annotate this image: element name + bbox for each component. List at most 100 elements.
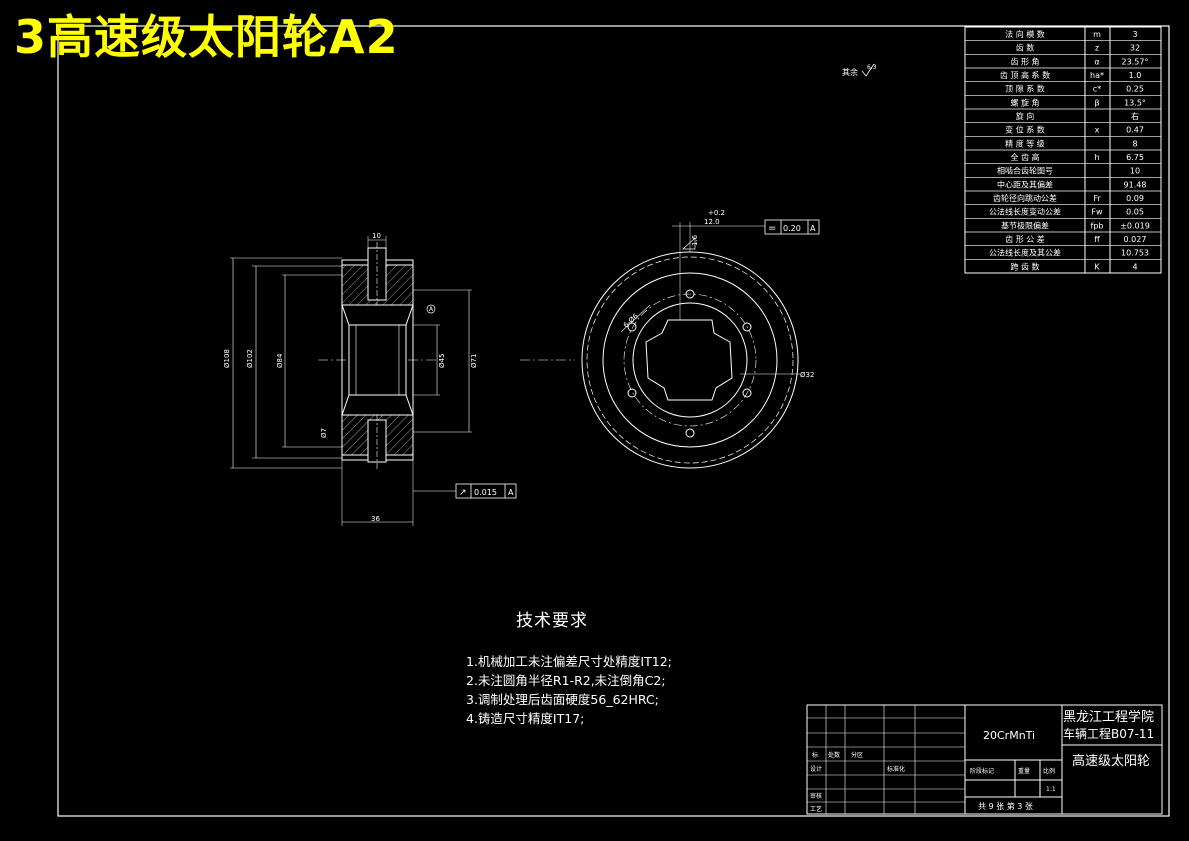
sheet-count: 共 9 张 第 3 张 xyxy=(978,801,1033,811)
symmetry-tolerance-frame xyxy=(740,219,820,235)
tech-requirement-item: 1.机械加工未注偏差尺寸处精度IT12; xyxy=(466,654,672,669)
slot-position-dim: +0.2 xyxy=(708,209,725,217)
param-symbol: x xyxy=(1095,126,1100,135)
param-name: 公法线长度及其公差 xyxy=(989,248,1061,258)
school-name: 黑龙江工程学院 xyxy=(1063,709,1154,725)
param-name: 中心距及其偏差 xyxy=(997,179,1053,189)
symmetry-icon: = xyxy=(768,223,776,234)
label-design: 设计 xyxy=(810,765,822,773)
param-value: 1.0 xyxy=(1129,71,1142,80)
dim-d84: Ø84 xyxy=(276,353,284,368)
param-name: 跨 齿 数 xyxy=(1010,261,1039,271)
symmetry-datum: A xyxy=(810,224,816,233)
label-count: 处数 xyxy=(828,751,840,759)
param-name: 齿轮径向跳动公差 xyxy=(993,193,1057,203)
param-symbol: z xyxy=(1095,44,1099,53)
dim-d102: Ø102 xyxy=(246,349,254,368)
gear-section-view xyxy=(230,236,472,526)
label-weight: 重量 xyxy=(1018,767,1030,775)
param-symbol: β xyxy=(1094,98,1099,107)
tech-requirement-item: 3.调制处理后齿面硬度56_62HRC; xyxy=(466,692,659,707)
param-value: 23.57° xyxy=(1122,57,1149,66)
gear-end-view xyxy=(520,222,800,469)
param-value: 32 xyxy=(1130,44,1140,53)
tech-requirement-item: 2.未注圆角半径R1-R2,未注倒角C2; xyxy=(466,673,666,688)
param-value: 6.75 xyxy=(1126,153,1144,162)
datum-marker-label: A xyxy=(429,306,434,313)
param-name: 螺 旋 角 xyxy=(1010,97,1039,107)
param-symbol: ha* xyxy=(1090,71,1104,80)
label-zone: 分区 xyxy=(851,751,863,759)
param-symbol: Fr xyxy=(1093,194,1101,203)
slot-width-dim: 12.0 xyxy=(704,218,720,226)
runout-tol-value: 0.015 xyxy=(474,488,497,497)
scale: 1:1 xyxy=(1046,786,1056,793)
param-symbol: K xyxy=(1094,262,1100,271)
param-name: 法 向 模 数 xyxy=(1005,29,1045,39)
param-symbol: fpb xyxy=(1091,221,1104,230)
param-value: 0.09 xyxy=(1126,194,1144,203)
title-block xyxy=(806,704,1163,815)
dim-d45: Ø45 xyxy=(438,354,446,368)
runout-icon: ↗ xyxy=(459,488,467,498)
param-symbol: α xyxy=(1094,57,1099,66)
dim-d71: Ø71 xyxy=(470,354,478,368)
param-symbol: ff xyxy=(1094,235,1100,244)
chamfer-dim: 1.6 xyxy=(691,234,699,246)
param-name: 齿 形 公 差 xyxy=(1005,234,1045,244)
roughness-note: 其余 xyxy=(842,67,858,77)
param-symbol: Fw xyxy=(1091,208,1103,217)
param-value: 0.25 xyxy=(1126,85,1144,94)
label-stage: 阶段标记 xyxy=(970,767,994,775)
runout-tolerance-frame xyxy=(455,483,517,499)
drawing-title: 3高速级太阳轮A2 xyxy=(14,10,399,64)
param-name: 变 位 系 数 xyxy=(1005,125,1045,135)
param-name: 旋 向 xyxy=(1016,111,1035,121)
param-value: 0.47 xyxy=(1126,126,1144,135)
param-name: 齿 形 角 xyxy=(1010,56,1039,66)
param-value: ±0.019 xyxy=(1120,221,1150,230)
roughness-symbol-icon xyxy=(861,63,875,77)
param-value: 右 xyxy=(1131,111,1139,121)
label-mark: 标 xyxy=(812,751,818,759)
runout-datum: A xyxy=(508,488,514,497)
dim-d108: Ø108 xyxy=(223,349,231,368)
param-symbol: h xyxy=(1094,153,1099,162)
roughness-value: 6.3 xyxy=(867,64,877,71)
material: 20CrMnTi xyxy=(983,729,1035,742)
param-name: 公法线长度变动公差 xyxy=(989,207,1061,217)
dim-d7: Ø7 xyxy=(320,428,328,438)
drawing-frame xyxy=(57,25,1170,817)
tech-requirement-item: 4.铸造尺寸精度IT17; xyxy=(466,711,585,726)
param-name: 全 齿 高 xyxy=(1010,152,1039,162)
class-name: 车辆工程B07-11 xyxy=(1063,726,1154,741)
param-value: 0.05 xyxy=(1126,208,1144,217)
param-value: 10 xyxy=(1130,167,1140,176)
param-name: 相啮合齿轮图号 xyxy=(997,166,1053,176)
symmetry-tol-value: 0.20 xyxy=(783,224,801,233)
part-name: 高速级太阳轮 xyxy=(1072,753,1150,769)
param-symbol: m xyxy=(1093,30,1101,39)
param-value: 91.48 xyxy=(1124,180,1147,189)
param-name: 顶 隙 系 数 xyxy=(1005,84,1045,94)
param-name: 齿 顶 高 系 数 xyxy=(1000,70,1050,80)
dim-width-36: 36 xyxy=(371,515,380,523)
param-value: 13.5° xyxy=(1124,98,1146,107)
dim-6-holes: 6-Ø6 xyxy=(622,312,640,330)
label-ratio: 比例 xyxy=(1043,767,1055,775)
dim-d32: Ø32 xyxy=(800,371,814,379)
label-std: 标准化 xyxy=(887,765,905,773)
dim-width-10: 10 xyxy=(372,232,381,240)
param-value: 0.027 xyxy=(1124,235,1147,244)
label-process: 工艺 xyxy=(810,805,822,813)
tech-requirements-list: 1.机械加工未注偏差尺寸处精度IT12; 2.未注圆角半径R1-R2,未注倒角C… xyxy=(466,652,672,728)
tech-requirements-heading: 技术要求 xyxy=(516,611,588,631)
param-name: 基节极限偏差 xyxy=(1001,220,1049,230)
param-value: 4 xyxy=(1132,262,1137,271)
param-symbol: c* xyxy=(1093,85,1101,94)
param-name: 精 度 等 级 xyxy=(1005,138,1045,148)
param-value: 8 xyxy=(1132,139,1137,148)
param-name: 齿 数 xyxy=(1016,43,1035,53)
